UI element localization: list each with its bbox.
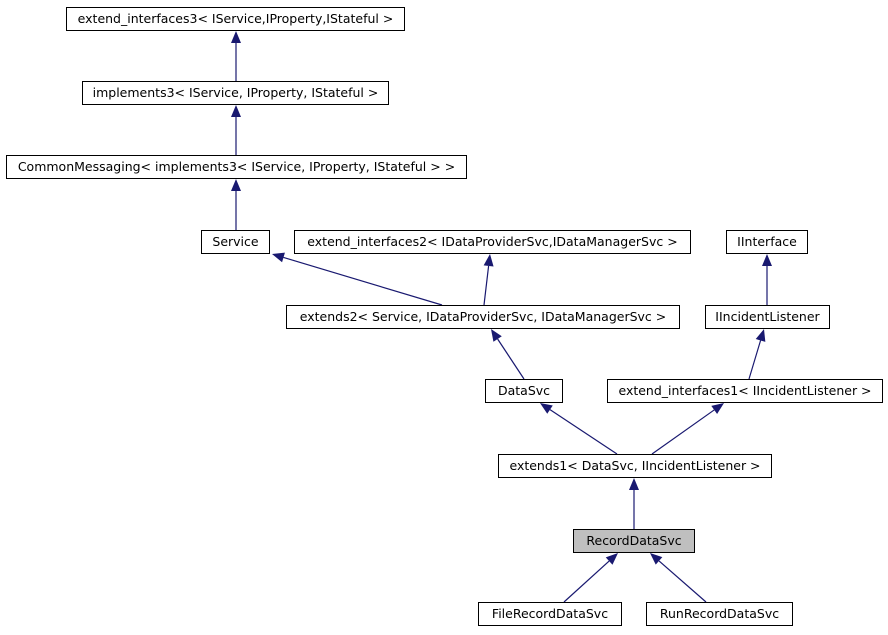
node-iinterface[interactable]: IInterface — [726, 230, 808, 254]
node-service[interactable]: Service — [201, 230, 270, 254]
node-record-data-svc: RecordDataSvc — [573, 529, 695, 553]
node-extend-interfaces2[interactable]: extend_interfaces2< IDataProviderSvc,IDa… — [294, 230, 691, 254]
arrowhead-data_svc-to-extends2 — [491, 329, 502, 342]
edge-extend_interfaces1-to-iincident_listener — [748, 340, 762, 380]
node-run-record-data-svc[interactable]: RunRecordDataSvc — [646, 602, 793, 626]
edge-extends1-to-extend_interfaces1 — [651, 409, 715, 455]
edge-extends2-to-extend_interfaces2 — [483, 265, 490, 306]
edge-extends1-to-data_svc — [549, 409, 618, 455]
arrowhead-common_messaging-to-implements3 — [231, 105, 241, 117]
arrowhead-run_record_data_svc-to-record_data_svc — [650, 553, 663, 565]
arrowhead-extends2-to-service — [272, 252, 285, 263]
arrowhead-extend_interfaces1-to-iincident_listener — [755, 329, 766, 342]
node-data-svc[interactable]: DataSvc — [485, 379, 563, 403]
node-file-record-data-svc[interactable]: FileRecordDataSvc — [478, 602, 622, 626]
node-extends2[interactable]: extends2< Service, IDataProviderSvc, IDa… — [286, 305, 680, 329]
arrowhead-extends1-to-extend_interfaces1 — [711, 403, 724, 415]
node-iincident-listener[interactable]: IIncidentListener — [705, 305, 830, 329]
arrowhead-implements3-to-extend_interfaces3 — [231, 31, 241, 43]
arrowhead-extends2-to-extend_interfaces2 — [483, 254, 494, 267]
arrowhead-record_data_svc-to-extends1 — [629, 478, 639, 490]
node-extend-interfaces3[interactable]: extend_interfaces3< IService,IProperty,I… — [66, 7, 405, 31]
arrowhead-iincident_listener-to-iinterface — [762, 254, 772, 266]
arrowhead-service-to-common_messaging — [231, 179, 241, 191]
node-extends1[interactable]: extends1< DataSvc, IIncidentListener > — [498, 454, 772, 478]
node-common-messaging[interactable]: CommonMessaging< implements3< IService, … — [6, 155, 467, 179]
edge-file_record_data_svc-to-record_data_svc — [563, 560, 610, 603]
arrowhead-extends1-to-data_svc — [540, 403, 553, 414]
node-implements3[interactable]: implements3< IService, IProperty, IState… — [82, 81, 389, 105]
edge-data_svc-to-extends2 — [497, 338, 525, 380]
edge-extends2-to-service — [283, 256, 443, 306]
node-extend-interfaces1[interactable]: extend_interfaces1< IIncidentListener > — [607, 379, 883, 403]
edge-run_record_data_svc-to-record_data_svc — [658, 560, 707, 603]
arrowhead-file_record_data_svc-to-record_data_svc — [605, 553, 618, 565]
